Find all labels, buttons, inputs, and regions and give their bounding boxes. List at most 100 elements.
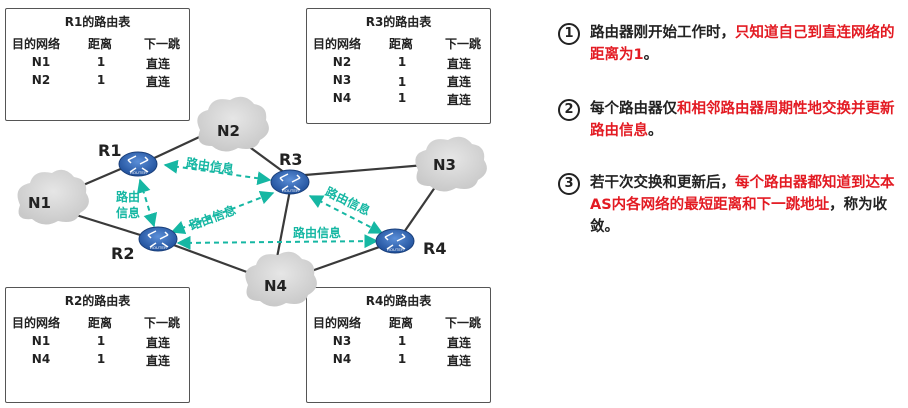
table-cell: 1 [96, 73, 106, 87]
router-icon-text: ROUTER [130, 170, 147, 175]
exchange-label-r3-r4: 路由信息 [323, 184, 373, 219]
table-cell: 1 [397, 334, 407, 348]
router-label-r1: R1 [98, 141, 121, 160]
network-label-n1: N1 [28, 194, 51, 212]
table-cell: 直连 [446, 93, 471, 107]
step-tail-text: 。 [648, 123, 663, 139]
step-2: 2 每个路由器仅和相邻路由器周期性地交换并更新路由信息。 [558, 98, 903, 142]
exchange-label-r1-r3: 路由信息 [185, 155, 235, 177]
table-cell: 1 [397, 91, 407, 105]
table-cell: 1 [96, 352, 106, 366]
step-text: 每个路由器仅和相邻路由器周期性地交换并更新路由信息。 [590, 98, 903, 142]
cloud-icon [415, 136, 487, 192]
table-cell: N1 [31, 334, 51, 348]
col-header-dest: 目的网络 [313, 37, 362, 51]
router-label-r4: R4 [423, 239, 446, 258]
step-text: 路由器刚开始工作时，只知道自己到直连网络的距离为1。 [590, 22, 903, 66]
r4-table-title: R4的路由表 [365, 294, 432, 308]
router-icon [118, 151, 158, 177]
exchange-arrow-r3-r4 [308, 195, 384, 234]
step-tail-text: ，称为收敛。 [590, 197, 888, 235]
table-cell: N2 [31, 73, 51, 87]
table-cell: N4 [332, 91, 352, 105]
exchange-arrow-r1-r2 [136, 178, 158, 228]
r2-routing-table: R2的路由表 目的网络 距离 下一跳 N1 1 直连 N4 1 直连 [5, 287, 190, 403]
r1-table-title: R1的路由表 [64, 15, 131, 29]
step-plain-text: 路由器刚开始工作时， [590, 25, 735, 41]
table-cell: 直连 [145, 75, 170, 89]
table-cell: 1 [96, 334, 106, 348]
step-tail-text: 。 [643, 47, 659, 63]
table-cell: N1 [31, 55, 51, 69]
cloud-icon [245, 251, 317, 307]
router-label-r3: R3 [279, 150, 302, 169]
step-highlight-text: 只知道自己到直连网络的距离为1 [590, 25, 895, 63]
table-cell: N3 [332, 334, 352, 348]
exchange-label-r2-r4: 路由信息 [293, 225, 341, 240]
table-cell: N4 [31, 352, 51, 366]
r1-routing-table: R1的路由表 目的网络 距离 下一跳 N1 1 直连 N2 1 直连 [5, 8, 190, 121]
table-cell: N2 [332, 55, 352, 69]
cloud-icon [197, 96, 269, 152]
exchange-arrows [136, 159, 384, 250]
table-cell: 直连 [446, 75, 471, 89]
table-cell: 直连 [446, 354, 471, 368]
col-header-distance: 距离 [88, 37, 113, 51]
router-icon-text: ROUTER [282, 188, 299, 193]
router-icon [138, 226, 178, 252]
cloud-n3: N3 [415, 136, 487, 192]
link-n3-r4 [399, 179, 441, 239]
r4-routing-table: R4的路由表 目的网络 距离 下一跳 N3 1 直连 N4 1 直连 [306, 287, 491, 403]
link-r2-n4 [159, 238, 256, 277]
step-highlight-text: 和相邻路由器周期性地交换并更新路由信息 [590, 101, 895, 139]
exchange-label-r1-r2-line2: 信息 [116, 205, 140, 220]
table-cell: 直连 [145, 57, 170, 71]
step-plain-text: 每个路由器仅 [590, 101, 677, 117]
table-cell: 直连 [145, 336, 170, 350]
step-number-badge: 3 [558, 173, 580, 195]
network-label-n3: N3 [433, 156, 456, 174]
table-cell: 1 [397, 75, 407, 89]
router-arrows-icon [147, 230, 169, 248]
table-cell: 1 [96, 55, 106, 69]
cloud-n2: N2 [197, 96, 269, 152]
router-icon-text: ROUTER [387, 247, 404, 252]
col-header-distance: 距离 [389, 316, 414, 330]
col-header-dest: 目的网络 [12, 316, 61, 330]
col-header-dest: 目的网络 [313, 316, 362, 330]
exchange-label-r1-r2-line1: 路由 [116, 189, 140, 204]
step-highlight-text: 每个路由器都知道到达本AS内各网络的最短距离和下一跳地址 [590, 175, 895, 213]
link-r3-n3 [304, 163, 426, 177]
step-1: 1 路由器刚开始工作时，只知道自己到直连网络的距离为1。 [558, 22, 903, 66]
network-label-n2: N2 [217, 122, 240, 140]
r2-table-title: R2的路由表 [64, 294, 131, 308]
step-number-badge: 1 [558, 23, 580, 45]
table-cell: 直连 [446, 57, 471, 71]
cloud-n4: N4 [245, 251, 317, 307]
r3-routing-table: R3的路由表 目的网络 距离 下一跳 N2 1 直连 N3 1 直连 N4 1 … [306, 8, 491, 124]
router-label-r2: R2 [111, 244, 134, 263]
r3-table-title: R3的路由表 [365, 15, 432, 29]
exchange-arrow-r2-r4 [176, 234, 379, 250]
col-header-nexthop: 下一跳 [144, 316, 181, 330]
router-icon [375, 228, 415, 254]
router-r4: ROUTER R4 [375, 228, 446, 258]
exchange-arrow-r2-r3 [170, 191, 275, 234]
router-r1: ROUTER R1 [98, 141, 158, 177]
step-text: 若干次交换和更新后，每个路由器都知道到达本AS内各网络的最短距离和下一跳地址，称… [590, 172, 903, 238]
router-arrows-icon [279, 173, 301, 191]
exchange-label-r2-r3: 路由信息 [187, 202, 237, 233]
cloud-n1: N1 [17, 169, 89, 225]
step-3: 3 若干次交换和更新后，每个路由器都知道到达本AS内各网络的最短距离和下一跳地址… [558, 172, 903, 238]
router-r2: ROUTER R2 [111, 226, 178, 263]
router-arrows-icon [384, 232, 406, 250]
table-cell: 1 [397, 55, 407, 69]
table-cell: N3 [332, 73, 352, 87]
table-cell: 直连 [446, 336, 471, 350]
col-header-distance: 距离 [88, 316, 113, 330]
network-label-n4: N4 [264, 277, 287, 295]
router-r3: ROUTER R3 [270, 150, 310, 195]
cloud-icon [17, 169, 89, 225]
network-topology-diagram: N1 N2 N3 N4 路由信息 路由 信息 路由信息 路由信息 路由信息 RO… [17, 96, 487, 307]
router-icon-text: ROUTER [150, 245, 167, 250]
